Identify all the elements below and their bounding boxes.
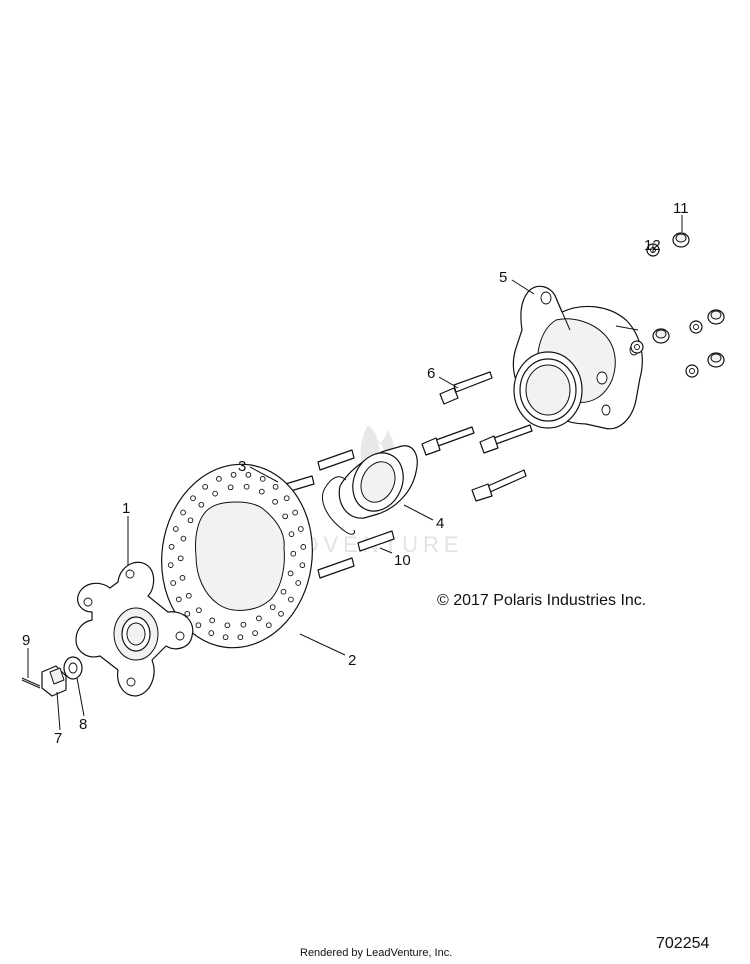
callout-1: 1 <box>122 500 130 517</box>
rotor-hole <box>175 596 182 603</box>
part-hub <box>75 561 194 697</box>
rotor-hole <box>290 550 297 557</box>
callout-4: 4 <box>436 515 444 532</box>
callouts: 1 2 3 4 5 6 7 8 9 10 11 12 <box>22 200 689 747</box>
part-bolts <box>421 371 533 502</box>
rotor-hole <box>280 588 287 595</box>
leader-lines <box>27 215 683 731</box>
rotor-hole <box>299 562 306 569</box>
rendered-by-text: Rendered by LeadVenture, Inc. <box>300 947 452 959</box>
part-brake-rotor <box>161 463 313 649</box>
callout-10: 10 <box>394 552 411 569</box>
rotor-hole <box>222 634 229 641</box>
rotor-hole <box>196 607 202 614</box>
rotor-hole <box>187 517 194 524</box>
callout-5: 5 <box>499 269 507 286</box>
rotor-hole <box>230 471 237 478</box>
callout-7: 7 <box>54 730 62 747</box>
rotor-hole <box>243 483 250 490</box>
rotor-hole <box>202 483 209 490</box>
rotor-hole <box>180 535 187 542</box>
callout-12: 12 <box>644 237 661 254</box>
rotor-hole <box>198 501 205 508</box>
callout-6: 6 <box>427 365 435 382</box>
rotor-hole <box>170 580 177 586</box>
rotor-hole <box>256 615 262 622</box>
rotor-hole <box>184 610 191 617</box>
rotor-hole <box>287 570 294 577</box>
rotor-hole <box>240 621 247 628</box>
rotor-hole <box>258 488 265 495</box>
rotor-hole <box>272 498 278 505</box>
part-knuckle <box>512 285 643 430</box>
rotor-hole <box>208 630 215 636</box>
rotor-hole <box>269 604 276 611</box>
part-nuts-washers <box>630 232 725 378</box>
callout-2: 2 <box>348 652 356 669</box>
rotor-hole <box>237 634 244 641</box>
rotor-hole <box>185 592 192 599</box>
rotor-hole <box>292 509 299 516</box>
rotor-hole <box>177 555 184 562</box>
callout-11: 11 <box>673 200 689 217</box>
rotor-hole <box>282 513 289 520</box>
diagram-number: 702254 <box>656 935 709 952</box>
rotor-hole <box>227 484 234 491</box>
rotor-hole <box>212 490 218 497</box>
rotor-hole <box>283 495 290 502</box>
rotor-hole <box>245 471 252 478</box>
callout-8: 8 <box>79 716 87 733</box>
rotor-hole <box>195 622 202 629</box>
rotor-hole <box>179 575 186 581</box>
rotor-hole <box>278 610 284 617</box>
part-bearing <box>322 445 418 535</box>
rotor-hole <box>252 630 258 636</box>
rotor-hole <box>167 562 174 568</box>
rotor-hole <box>288 596 294 603</box>
rotor-hole <box>216 476 222 482</box>
callout-3: 3 <box>238 458 246 475</box>
rotor-hole <box>297 526 304 532</box>
copyright-text: © 2017 Polaris Industries Inc. <box>437 592 646 609</box>
rotor-hole <box>168 543 175 550</box>
callout-9: 9 <box>22 632 30 649</box>
rotor-hole <box>265 622 272 629</box>
rotor-hole <box>259 476 266 482</box>
rotor-hole <box>190 495 196 502</box>
rotor-hole <box>224 622 231 629</box>
rotor-hole <box>209 617 216 624</box>
rotor-hole <box>300 544 307 550</box>
rotor-hole <box>288 531 295 537</box>
part-axle-nut <box>21 656 83 697</box>
rotor-hole <box>272 483 279 490</box>
rotor-hole <box>180 509 186 516</box>
rotor-hole <box>295 580 302 586</box>
rotor-hole <box>172 526 179 532</box>
